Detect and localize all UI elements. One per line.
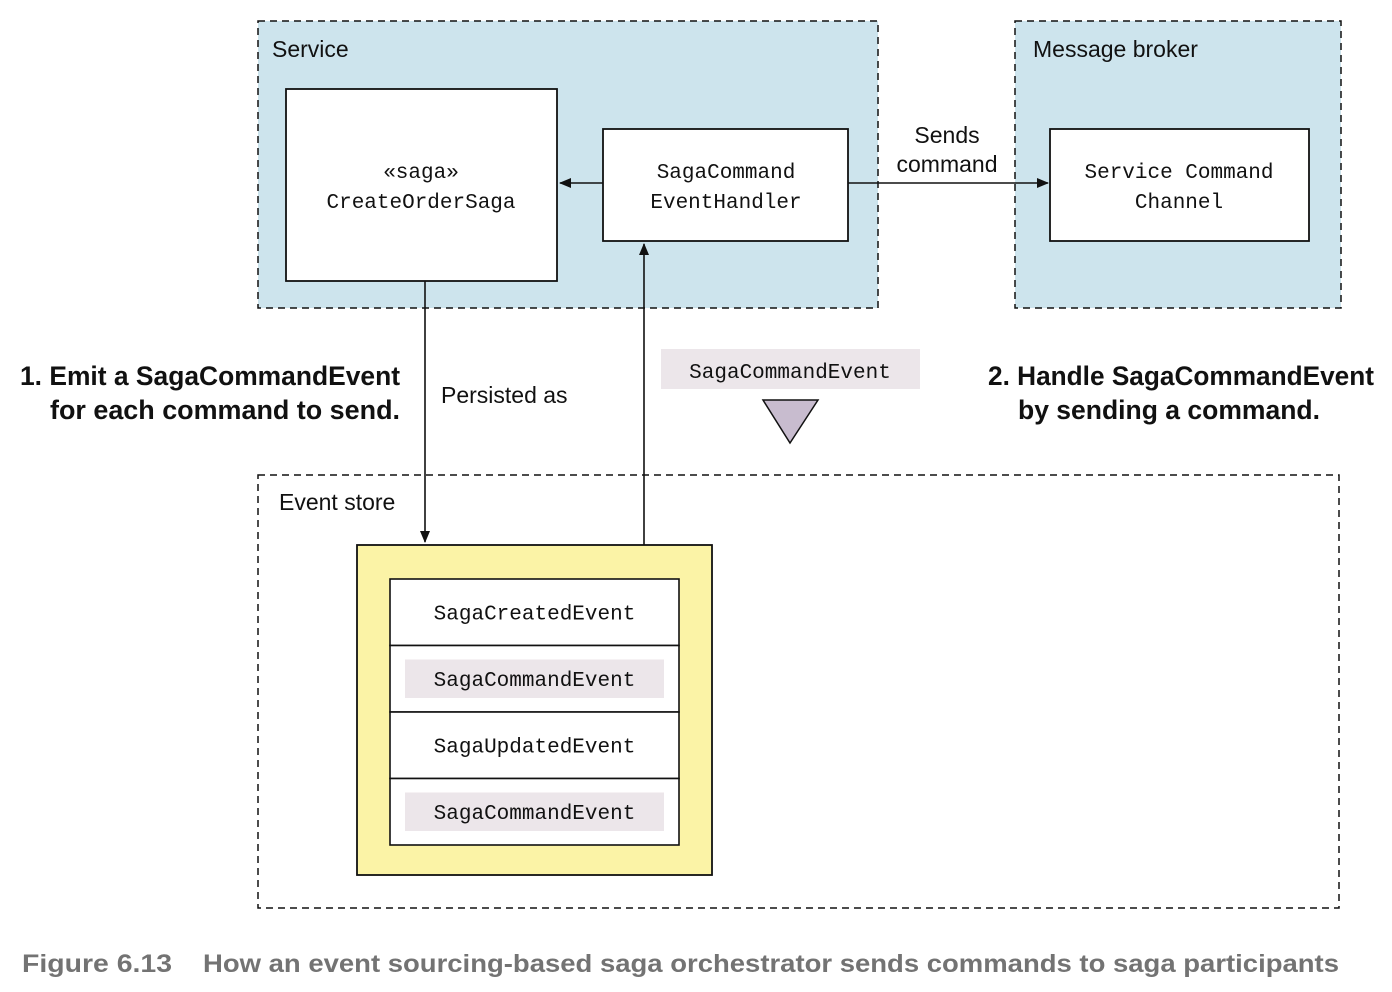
event-rows: SagaCreatedEventSagaCommandEventSagaUpda… (389, 578, 680, 846)
event-name: SagaCommandEvent (434, 670, 636, 693)
sends-command-label-line2: command (897, 151, 998, 177)
event-name: SagaCreatedEvent (434, 603, 636, 626)
sends-command-label-line1: Sends (914, 122, 979, 148)
service-region-label: Service (272, 36, 349, 62)
event-name: SagaCommandEvent (434, 803, 636, 826)
caption-text: How an event sourcing-based saga orchest… (203, 950, 1339, 978)
saga-name: CreateOrderSaga (326, 192, 515, 215)
step2-line1: 2. Handle SagaCommandEvent (988, 361, 1374, 391)
channel-label-line2: Channel (1135, 192, 1223, 215)
event-log: SagaCreatedEventSagaCommandEventSagaUpda… (356, 544, 713, 876)
step1-line1: 1. Emit a SagaCommandEvent (20, 361, 400, 391)
event-store-label: Event store (279, 489, 395, 515)
step2-note: 2. Handle SagaCommandEvent by sending a … (988, 361, 1374, 425)
event-row: SagaCommandEvent (389, 644, 680, 713)
step2-line2: by sending a command. (1018, 395, 1320, 425)
event-store-region: Event store (257, 474, 1340, 909)
handler-label-line1: SagaCommand (657, 162, 796, 185)
event-highlight (405, 792, 664, 831)
event-row: SagaCreatedEvent (389, 578, 680, 647)
event-name: SagaUpdatedEvent (434, 736, 636, 759)
down-triangle-icon (761, 399, 820, 445)
saga-command-event-handler-node: SagaCommand EventHandler (602, 128, 849, 242)
event-row: SagaCommandEvent (389, 777, 680, 846)
create-order-saga-node: «saga» CreateOrderSaga (285, 88, 558, 282)
figure-caption: Figure 6.13 How an event sourcing-based … (22, 950, 1339, 978)
event-legend: SagaCommandEvent (661, 349, 920, 445)
broker-region-label: Message broker (1033, 36, 1198, 62)
event-cell (389, 711, 680, 780)
step1-line2: for each command to send. (50, 395, 400, 425)
saga-stereotype: «saga» (383, 162, 459, 185)
caption-figure-number: Figure 6.13 (22, 950, 172, 978)
channel-label-line1: Service Command (1084, 162, 1273, 185)
step1-note: 1. Emit a SagaCommandEvent for each comm… (20, 361, 400, 425)
handler-label-line2: EventHandler (650, 192, 801, 215)
persisted-as-label: Persisted as (441, 382, 568, 408)
service-command-channel-node: Service Command Channel (1049, 128, 1310, 242)
legend-event-label: SagaCommandEvent (689, 362, 891, 385)
event-highlight (405, 659, 664, 698)
event-row: SagaUpdatedEvent (389, 711, 680, 780)
